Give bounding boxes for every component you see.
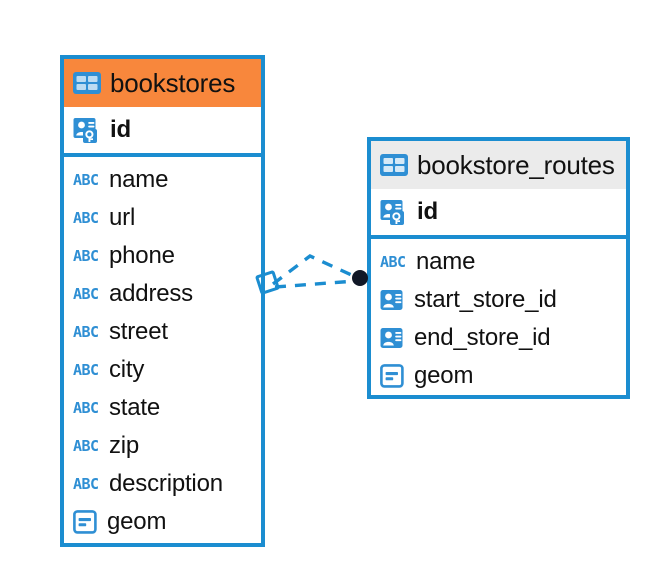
geometry-icon xyxy=(380,364,406,388)
field-row[interactable]: geom xyxy=(64,503,261,541)
field-label: address xyxy=(109,280,193,307)
abc-text-icon: ABC xyxy=(73,398,99,417)
entity-table-bookstores[interactable]: bookstores id ABC xyxy=(60,55,265,547)
relationship-line-upper xyxy=(271,254,359,286)
field-row[interactable]: ABC name xyxy=(371,243,626,281)
foreign-key-icon xyxy=(380,288,406,312)
field-row[interactable]: ABC name xyxy=(64,161,261,199)
entity-title: bookstores xyxy=(110,68,236,98)
field-row[interactable]: ABC zip xyxy=(64,427,261,465)
field-row[interactable]: end_store_id xyxy=(371,319,626,357)
abc-text-icon: ABC xyxy=(73,360,99,379)
entity-header-bookstore-routes[interactable]: bookstore_routes xyxy=(371,141,626,189)
relationship-source-marker xyxy=(255,270,280,295)
relationship-connector[interactable] xyxy=(255,248,375,310)
primary-key-icon xyxy=(73,116,101,144)
field-row[interactable]: ABC street xyxy=(64,313,261,351)
table-icon xyxy=(380,153,408,177)
field-row[interactable]: ABC description xyxy=(64,465,261,503)
field-row[interactable]: start_store_id xyxy=(371,281,626,319)
abc-text-icon: ABC xyxy=(380,252,406,271)
entity-table-bookstore-routes[interactable]: bookstore_routes id ABC xyxy=(367,137,630,399)
entity-header-bookstores[interactable]: bookstores xyxy=(64,59,261,107)
field-label: zip xyxy=(109,432,140,459)
field-label: geom xyxy=(414,362,474,389)
field-label: description xyxy=(109,470,223,497)
abc-text-icon: ABC xyxy=(73,246,99,265)
field-row[interactable]: geom xyxy=(371,357,626,395)
abc-text-icon: ABC xyxy=(73,208,99,227)
field-list-bookstore-routes: ABC name start_store_id xyxy=(371,239,626,395)
field-label: state xyxy=(109,394,161,421)
relationship-line-lower xyxy=(274,279,357,289)
abc-text-icon: ABC xyxy=(73,322,99,341)
primary-key-row[interactable]: id xyxy=(371,189,626,239)
field-list-bookstores: ABC name ABC url ABC phone ABC address A… xyxy=(64,157,261,543)
field-label: street xyxy=(109,318,168,345)
primary-key-label: id xyxy=(110,116,131,143)
primary-key-icon xyxy=(380,198,408,226)
field-label: geom xyxy=(107,508,167,535)
field-row[interactable]: ABC city xyxy=(64,351,261,389)
entity-title: bookstore_routes xyxy=(417,150,615,180)
field-label: city xyxy=(109,356,145,383)
geometry-icon xyxy=(73,510,99,534)
primary-key-label: id xyxy=(417,198,438,225)
field-label: url xyxy=(109,204,136,231)
field-label: end_store_id xyxy=(414,324,551,351)
abc-text-icon: ABC xyxy=(73,170,99,189)
primary-key-row[interactable]: id xyxy=(64,107,261,157)
field-label: name xyxy=(416,248,476,275)
field-row[interactable]: ABC phone xyxy=(64,237,261,275)
field-label: phone xyxy=(109,242,175,269)
field-row[interactable]: ABC state xyxy=(64,389,261,427)
abc-text-icon: ABC xyxy=(73,284,99,303)
field-row[interactable]: ABC url xyxy=(64,199,261,237)
foreign-key-icon xyxy=(380,326,406,350)
relationship-target-marker xyxy=(352,270,368,286)
field-label: name xyxy=(109,166,169,193)
field-label: start_store_id xyxy=(414,286,557,313)
field-row[interactable]: ABC address xyxy=(64,275,261,313)
table-icon xyxy=(73,71,101,95)
abc-text-icon: ABC xyxy=(73,436,99,455)
abc-text-icon: ABC xyxy=(73,474,99,493)
